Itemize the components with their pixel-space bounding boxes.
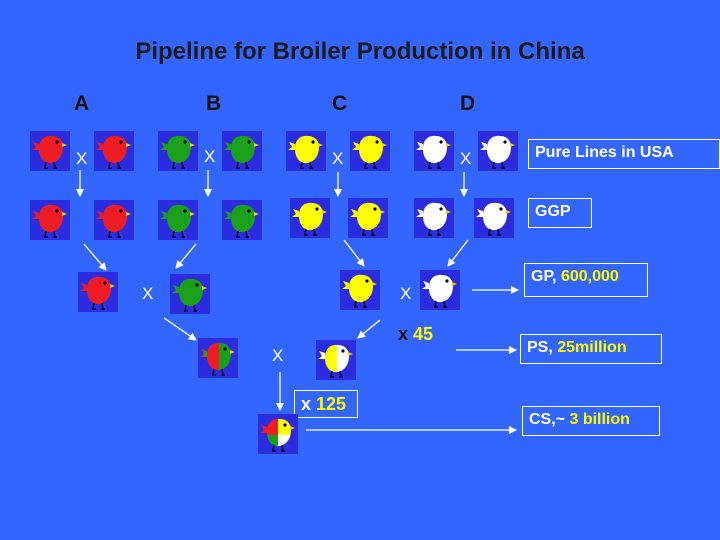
chick-a-male-icon bbox=[30, 131, 70, 171]
cross-symbol: X bbox=[76, 149, 87, 169]
cs-label-value: 3 billion bbox=[569, 411, 629, 428]
chick-a-female-icon bbox=[94, 131, 134, 171]
arrow-icon bbox=[344, 240, 364, 266]
chick-d-female-icon bbox=[478, 131, 518, 171]
chick-b-female-icon bbox=[222, 131, 262, 171]
ps-label-prefix: PS, bbox=[527, 339, 553, 356]
chick-ggp-a-icon bbox=[94, 200, 134, 240]
chick-cs-icon bbox=[258, 414, 298, 454]
cs-label-prefix: CS,~ bbox=[529, 411, 565, 428]
cross-symbol: X bbox=[204, 147, 215, 167]
cross-symbol: X bbox=[332, 149, 343, 169]
chick-gp-c-icon bbox=[340, 270, 380, 310]
ggp-label: GGP bbox=[528, 198, 592, 228]
gp-label-prefix: GP, bbox=[531, 268, 557, 285]
line-label-c: C bbox=[332, 92, 347, 116]
chick-ggp-c-icon bbox=[290, 198, 330, 238]
line-label-b: B bbox=[206, 92, 221, 116]
chick-ggp-d-icon bbox=[414, 198, 454, 238]
arrow-icon bbox=[176, 244, 196, 268]
arrow-icon bbox=[358, 320, 380, 338]
line-label-a: A bbox=[74, 92, 89, 116]
cross-symbol: X bbox=[142, 284, 153, 304]
cross-symbol: X bbox=[460, 149, 471, 169]
chick-ggp-d-icon bbox=[474, 198, 514, 238]
cross-symbol: X bbox=[400, 284, 411, 304]
chick-c-male-icon bbox=[286, 131, 326, 171]
chick-b-male-icon bbox=[158, 131, 198, 171]
pure-lines-label: Pure Lines in USA bbox=[528, 139, 720, 169]
chick-ggp-b-icon bbox=[222, 200, 262, 240]
chick-ggp-a-icon bbox=[30, 200, 70, 240]
chick-gp-d-icon bbox=[420, 270, 460, 310]
chick-c-female-icon bbox=[350, 131, 390, 171]
page-title: Pipeline for Broiler Production in China bbox=[0, 38, 720, 66]
chick-ggp-c-icon bbox=[348, 198, 388, 238]
gp-label: GP, 600,000 bbox=[524, 263, 648, 297]
line-label-d: D bbox=[460, 92, 475, 116]
arrow-icon bbox=[84, 244, 106, 270]
arrow-icon bbox=[164, 318, 196, 340]
cs-multiplier-prefix: x bbox=[301, 394, 311, 414]
ps-label-value: 25million bbox=[557, 339, 626, 356]
chick-d-male-icon bbox=[414, 131, 454, 171]
gp-label-value: 600,000 bbox=[561, 268, 619, 285]
ps-multiplier-prefix: x bbox=[398, 324, 408, 344]
cs-multiplier-value: 125 bbox=[316, 394, 346, 414]
cross-symbol: X bbox=[272, 346, 283, 366]
chick-gp-a-icon bbox=[78, 272, 118, 312]
chick-ps-female-icon bbox=[316, 340, 356, 380]
chick-ps-male-icon bbox=[198, 338, 238, 378]
ps-multiplier-value: 45 bbox=[413, 324, 433, 344]
cs-multiplier: x 125 bbox=[294, 390, 358, 418]
cs-label: CS,~ 3 billion bbox=[522, 406, 660, 436]
chick-ggp-b-icon bbox=[158, 200, 198, 240]
arrow-icon bbox=[448, 240, 468, 266]
ps-label: PS, 25million bbox=[520, 334, 662, 364]
ps-multiplier: x 45 bbox=[398, 324, 433, 345]
chick-gp-b-icon bbox=[170, 274, 210, 314]
